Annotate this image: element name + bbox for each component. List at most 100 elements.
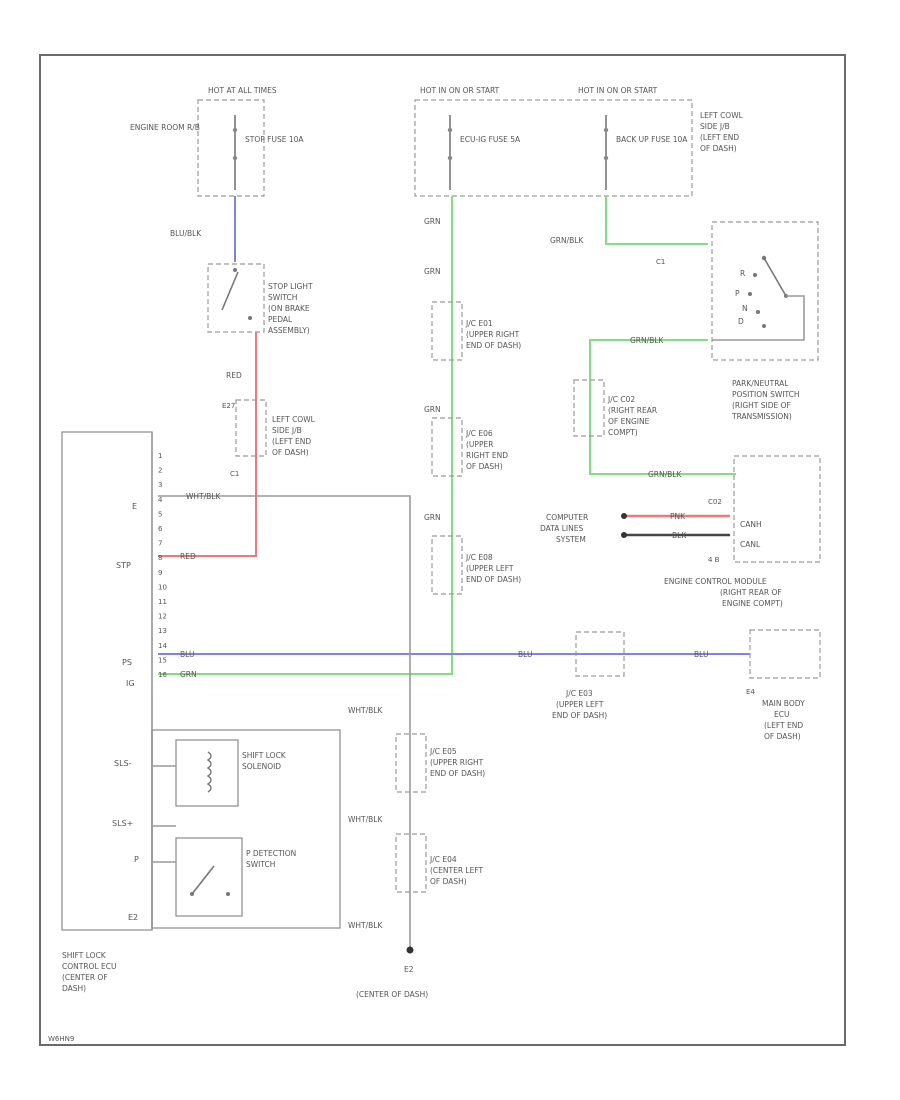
jc-e04-line2: (CENTER LEFT (430, 866, 484, 875)
stop-fuse-dashed-box (197, 99, 265, 197)
jc-c02-line2: (RIGHT REAR (608, 406, 657, 415)
wire-grn-label-3: GRN (424, 405, 441, 414)
left-cowl-mid-line4: OF DASH) (272, 448, 309, 457)
jc-e04-box (395, 833, 427, 893)
jc-e05-line1: J/C E05 (429, 747, 457, 756)
ecu-pin-p: P (134, 855, 139, 864)
main-body-ecu-box (749, 629, 821, 679)
left-cowl-top-line2: SIDE J/B (700, 122, 730, 131)
wire-blu-blk-label: BLU/BLK (170, 229, 202, 238)
hot-in-on-backup-label: HOT IN ON OR START (578, 86, 658, 95)
jc-c02-line4: COMPT) (608, 428, 638, 437)
ecu-pin-number: 11 (158, 598, 167, 606)
backup-fuse-label: BACK UP FUSE 10A (616, 135, 688, 144)
wire-wht-blk-label-3: WHT/BLK (348, 815, 383, 824)
jc-e06-box (431, 417, 463, 477)
ground-point-icon (406, 946, 414, 954)
wire-grn-label-4: GRN (424, 513, 441, 522)
left-cowl-mid-line1: LEFT COWL (272, 415, 316, 424)
ecu-pin-number: 10 (158, 583, 167, 591)
computer-data-line3: SYSTEM (556, 535, 586, 544)
wire-grn-blk-label-2: GRN/BLK (630, 336, 664, 345)
wire-blu-label-1: BLU (180, 650, 194, 659)
computer-data-line2: DATA LINES (540, 524, 583, 533)
shift-lock-ecu-line4: DASH) (62, 984, 86, 993)
jc-e03-line2: (UPPER LEFT (556, 700, 604, 709)
shift-lock-inner-box (151, 729, 341, 929)
canh-terminal-icon (621, 513, 627, 519)
left-cowl-mid-line3: (LEFT END (272, 437, 311, 446)
p-detection-switch-icon (191, 865, 215, 895)
wire-grn-blk-label-3: GRN/BLK (648, 470, 682, 479)
stop-light-switch-line4: PEDAL (268, 315, 293, 324)
pn-switch-line3: (RIGHT SIDE OF (732, 401, 791, 410)
jc-e08-box (431, 535, 463, 595)
ecu-pin-number: 7 (158, 540, 162, 548)
main-body-line2: ECU (774, 710, 789, 719)
connector-c02-label: C02 (708, 498, 722, 506)
stop-light-switch-line3: (ON BRAKE (268, 304, 310, 313)
ecm-line1: ENGINE CONTROL MODULE (664, 577, 767, 586)
ecu-pin-ig: IG (126, 679, 135, 688)
pn-pos-p: P (735, 289, 740, 298)
diagram-frame (39, 54, 846, 1046)
jc-c02-line3: OF ENGINE (608, 417, 650, 426)
jc-e01-line3: END OF DASH) (466, 341, 521, 350)
ecu-pin-sls-plus: SLS+ (112, 819, 133, 828)
pn-switch-line4: TRANSMISSION) (731, 412, 792, 421)
ecu-pin-number: 14 (158, 642, 167, 650)
stop-light-switch-line5: ASSEMBLY) (268, 326, 310, 335)
park-neutral-switch-icon (763, 257, 787, 297)
main-body-line4: OF DASH) (764, 732, 801, 741)
left-cowl-mid-line2: SIDE J/B (272, 426, 302, 435)
stop-light-switch-line1: STOP LIGHT (268, 282, 313, 291)
canl-terminal-icon (621, 532, 627, 538)
ecu-pin-number: 15 (158, 656, 167, 664)
park-neutral-switch-box (711, 221, 819, 361)
ground-label-center: (CENTER OF DASH) (356, 990, 428, 999)
ecu-ig-fuse-label: ECU-IG FUSE 5A (460, 135, 521, 144)
p-detection-line2: SWITCH (246, 860, 275, 869)
wire-wht-blk-label-1: WHT/BLK (186, 492, 221, 501)
shift-lock-solenoid-box (175, 739, 239, 807)
ecu-pin-number: 13 (158, 627, 167, 635)
wire-red-short-label: RED (180, 552, 196, 561)
ecm-box (733, 455, 821, 563)
left-cowl-top-line4: OF DASH) (700, 144, 737, 153)
wire-red (158, 332, 257, 557)
ecu-pin-sls-minus: SLS- (114, 759, 132, 768)
wire-grn-blk-label-1: GRN/BLK (550, 236, 584, 245)
main-body-line3: (LEFT END (764, 721, 803, 730)
wire-blk-label: BLK (672, 531, 687, 540)
wire-blu-label-3: BLU (694, 650, 708, 659)
left-cowl-mid-box (235, 399, 267, 457)
hot-in-on-ecu-label: HOT IN ON OR START (420, 86, 500, 95)
backup-fuse-icon (603, 127, 609, 133)
ecu-pin-stp: STP (116, 561, 131, 570)
p-detection-line1: P DETECTION (246, 849, 296, 858)
shift-lock-ecu-line2: CONTROL ECU (62, 962, 116, 971)
stop-fuse-label: STOP FUSE 10A (245, 135, 304, 144)
ecu-pin-number: 4 (158, 496, 163, 504)
wire-wht-blk-label-4: WHT/BLK (348, 921, 383, 930)
ecm-line3: ENGINE COMPT) (722, 599, 783, 608)
connector-c1-label: C1 (230, 470, 239, 478)
jc-c02-line1: J/C C02 (607, 395, 635, 404)
pn-pos-r: R (740, 269, 745, 278)
wire-grn-label-top: GRN (424, 217, 441, 226)
ecu-pin-ps: PS (122, 658, 132, 667)
jc-e08-line1: J/C E08 (465, 553, 493, 562)
jc-e06-line2: (UPPER (466, 440, 493, 449)
connector-e4-label: E4 (746, 688, 755, 696)
jc-e05-line2: (UPPER RIGHT (430, 758, 484, 767)
stop-light-switch-icon (221, 271, 239, 311)
shift-lock-solenoid-icon (206, 751, 212, 793)
shift-lock-ecu-line1: SHIFT LOCK (62, 951, 107, 960)
stop-light-switch-line2: SWITCH (268, 293, 297, 302)
shift-lock-solenoid-line2: SOLENOID (242, 762, 281, 771)
wire-grn-blk-pn (589, 339, 736, 475)
jc-e06-line1: J/C E06 (465, 429, 493, 438)
main-body-line1: MAIN BODY (762, 699, 805, 708)
